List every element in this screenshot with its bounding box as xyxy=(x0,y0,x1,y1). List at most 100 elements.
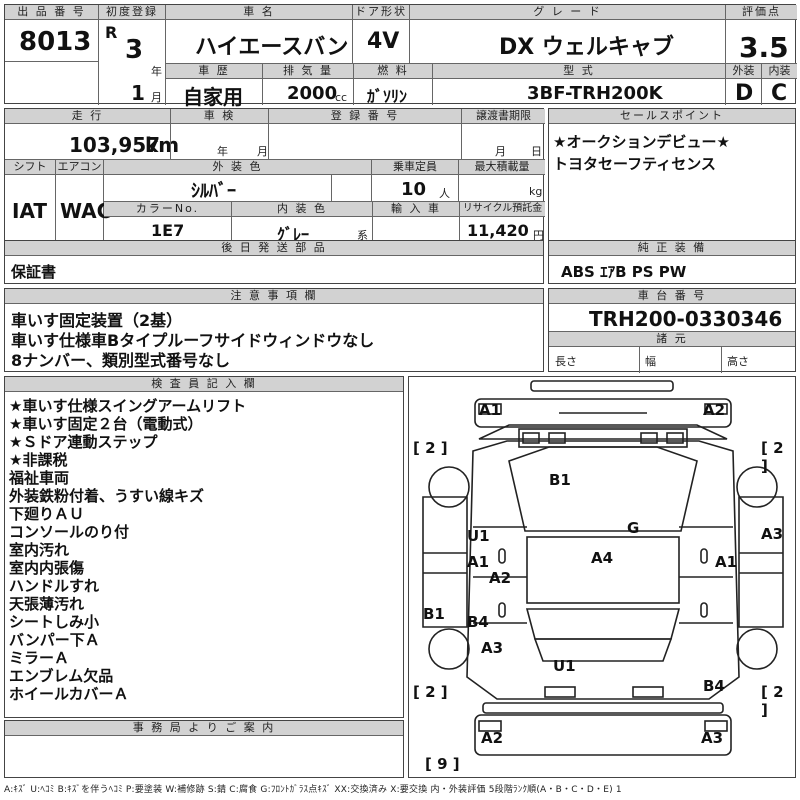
inspector-line: ハンドルすれ xyxy=(9,577,100,595)
car-name-label: 車 名 xyxy=(166,5,352,20)
interior-grade: C xyxy=(771,81,788,106)
interior-color-unit: 系 xyxy=(357,229,368,242)
later-parts-block: 後 日 発 送 部 品 保証書 xyxy=(4,240,544,284)
inspector-line: 室内汚れ xyxy=(9,541,70,559)
later-parts-value: 保証書 xyxy=(11,263,57,281)
notes-label: 注 意 事 項 欄 xyxy=(5,289,543,304)
capacity-label: 乗車定員 xyxy=(372,160,458,175)
inspection-month-unit: 月 xyxy=(257,145,268,158)
model-code: 3BF-TRH200K xyxy=(527,83,663,104)
genuine-equipment-block: 純 正 装 備 ABS ｴｱB PS PW xyxy=(548,240,796,284)
ac-label: エアコン xyxy=(56,160,103,175)
inspector-line: ミラーＡ xyxy=(9,649,70,667)
score-label: 評価点 xyxy=(726,5,797,20)
exterior-grade: D xyxy=(735,81,754,106)
inspector-label: 検 査 員 記 入 欄 xyxy=(5,377,403,392)
note-line-1: 車いす固定装置（2基） xyxy=(11,311,183,330)
inspector-line: ★非課税 xyxy=(9,451,68,469)
sales-points-block: セールスポイント ★オークションデビュー★ トヨタセーフティセンス xyxy=(548,108,796,242)
inspector-line: コンソールのり付 xyxy=(9,523,130,541)
inspector-line: 福祉車両 xyxy=(9,469,70,487)
condition-mark: A2 xyxy=(489,569,512,587)
year-unit: 年 xyxy=(151,65,162,78)
condition-mark: A1 xyxy=(479,401,502,419)
condition-mark: A3 xyxy=(701,729,724,747)
shift: IAT xyxy=(12,199,48,223)
transfer-month-unit: 月 xyxy=(495,145,506,158)
displacement-label: 排 気 量 xyxy=(263,64,353,79)
condition-mark: B4 xyxy=(467,613,489,631)
inspector-line: ★車いす固定２台（電動式） xyxy=(9,415,203,433)
ext-color-label: 外 装 色 xyxy=(104,160,371,175)
door-label: ドア形状 xyxy=(353,5,409,20)
grade: DX ウェルキャブ xyxy=(499,35,674,60)
recycle-unit: 円 xyxy=(533,229,544,242)
mileage-label: 走 行 xyxy=(5,109,170,124)
inspector-line: 室内内張傷 xyxy=(9,559,85,577)
capacity: 10 xyxy=(401,179,427,200)
tire-mark: [ 2 ] xyxy=(413,439,448,457)
condition-mark: A4 xyxy=(591,549,614,567)
tire-mark: [ 9 ] xyxy=(425,755,460,773)
color-number: 1E7 xyxy=(151,221,185,240)
displacement: 2000 xyxy=(287,83,338,104)
condition-mark: G xyxy=(627,519,640,537)
recycle-label: リサイクル預託金 xyxy=(460,202,545,217)
plate-label: 登 録 番 号 xyxy=(269,109,461,124)
dims-label: 諸 元 xyxy=(549,332,795,347)
height-label: 高さ xyxy=(727,355,749,368)
inspection-label: 車 検 xyxy=(171,109,268,124)
inspector-line: ★Ｓドア連動ステップ xyxy=(9,433,158,451)
first-reg-year: 3 xyxy=(125,35,144,65)
inspector-line: 外装鉄粉付着、うすい線キズ xyxy=(9,487,205,505)
inspector-line: エンブレム欠品 xyxy=(9,667,114,685)
inspector-line: シートしみ小 xyxy=(9,613,100,631)
import-label: 輸 入 車 xyxy=(373,202,459,217)
condition-mark: B1 xyxy=(549,471,571,489)
office-label: 事 務 局 よ り ご 案 内 xyxy=(5,721,403,736)
sales-points-label: セールスポイント xyxy=(549,109,795,124)
era: R xyxy=(105,23,118,42)
notes-block: 注 意 事 項 欄 車いす固定装置（2基） 車いす仕様車Bタイプルーフサイドウィ… xyxy=(4,288,544,372)
condition-mark: A3 xyxy=(481,639,504,657)
condition-mark: U1 xyxy=(553,657,576,675)
history-label: 車 歴 xyxy=(166,64,262,79)
condition-mark: A1 xyxy=(467,553,490,571)
lot-number-label: 出 品 番 号 xyxy=(5,5,98,20)
tire-mark: [ 2 ] xyxy=(413,683,448,701)
color-no-label: カラーNo. xyxy=(104,202,231,217)
first-reg-month: 1 xyxy=(131,81,145,105)
condition-mark: B1 xyxy=(423,605,445,623)
office-block: 事 務 局 よ り ご 案 内 xyxy=(4,720,404,778)
grade-label: グ レ ー ド xyxy=(410,5,725,20)
exterior-color: ｼﾙﾊﾞｰ xyxy=(191,181,236,202)
int-color-label: 内 装 色 xyxy=(232,202,372,217)
length-label: 長さ xyxy=(555,355,577,368)
condition-mark: A2 xyxy=(703,401,726,419)
condition-mark: A1 xyxy=(715,553,738,571)
mileage-unit: km xyxy=(145,133,180,157)
exterior-label: 外装 xyxy=(726,64,761,79)
inspection-year-unit: 年 xyxy=(217,145,228,158)
legend: A:ｷｽﾞ U:ﾍｺﾐ B:ｷｽﾞを伴うﾍｺﾐ P:要塗装 W:補修跡 S:錆 … xyxy=(4,785,622,795)
specs-block: 走 行 103,957 km 車 検 年 月 登 録 番 号 譲渡書期限 月 日… xyxy=(4,108,545,244)
fuel-label: 燃 料 xyxy=(354,64,432,79)
month-unit: 月 xyxy=(151,91,162,104)
condition-mark: U1 xyxy=(467,527,490,545)
condition-mark: B4 xyxy=(703,677,725,695)
inspector-line: ★車いす仕様スイングアームリフト xyxy=(9,397,247,415)
header-block: 出 品 番 号 8013 初度登録 R 3 年 1 月 車 名 ハイエースバン … xyxy=(4,4,797,109)
load-label: 最大積載量 xyxy=(459,160,545,175)
sales-point-line-2: トヨタセーフティセンス xyxy=(553,155,716,173)
recycle-fee: 11,420 xyxy=(467,221,529,240)
fuel: ｶﾞｿﾘﾝ xyxy=(367,87,408,106)
shift-label: シフト xyxy=(5,160,55,175)
note-line-2: 車いす仕様車Bタイプルーフサイドウィンドウなし xyxy=(11,331,375,350)
note-line-3: 8ナンバー、類別型式番号なし xyxy=(11,351,230,370)
vehicle-history: 自家用 xyxy=(183,85,243,109)
lot-number: 8013 xyxy=(19,27,92,57)
displacement-unit: cc xyxy=(335,91,348,104)
interior-label: 内装 xyxy=(762,64,797,79)
inspector-line: ホイールカバーＡ xyxy=(9,685,129,703)
